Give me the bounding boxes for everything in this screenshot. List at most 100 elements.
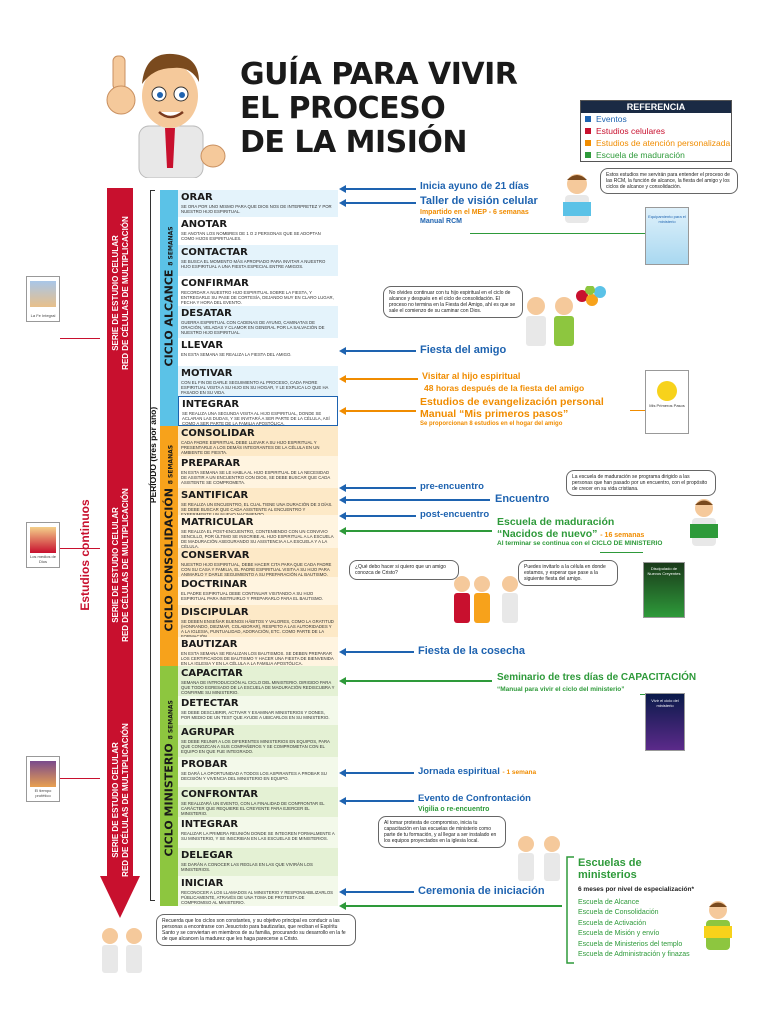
event-arrow-head [339,887,346,896]
book-cover-2: Los medios de Dios [26,522,60,568]
speech-bubble-continue: No olvides continuar con tu hijo espirit… [383,286,523,318]
step-description: Guerra espiritual con cadenas de ayuno, … [181,320,325,335]
book-connector [60,778,100,779]
step-confrontar: CONFRONTARSe realizará un evento, con la… [178,787,338,817]
event-estudios-sub: Se proporcionan 8 estudios en el hogar d… [420,421,563,427]
step-description: Se deben enseñar buenos hábitos y valore… [181,619,334,637]
bracket-tick-bottom [150,900,155,901]
step-motivar: MOTIVARCon el fin de darle seguimiento a… [178,366,338,396]
step-name: ANOTAR [181,219,228,230]
event-visitar: Visitar al hijo espiritual [422,371,521,381]
book-cover-3: El tiempo profético [26,756,60,802]
step-llevar: LLEVAREn esta semana se realiza la fiest… [178,338,338,366]
event-nacidos: “Nacidos de nuevo” - 16 semanas [497,528,644,540]
event-al-terminar: Al terminar se continua con el CICLO DE … [497,540,663,547]
step-name: INTEGRAR [182,399,240,410]
event-confrontacion: Evento de Confrontación [418,793,531,804]
legend-item-celulares: Estudios celulares [581,125,731,137]
step-contactar: CONTACTARSe busca el momento más apropia… [178,245,338,276]
step-detectar: DETECTARSe debe descubrir, activar y exa… [178,696,338,725]
book-connector [60,338,100,339]
step-name: DELEGAR [181,850,233,861]
book-image [30,281,56,307]
book-connector [60,548,100,549]
step-agrupar: AGRUPARSe debe reunir a los diferentes m… [178,725,338,757]
event-taller: Taller de visión celular [420,195,538,207]
step-name: MATRICULAR [181,517,254,528]
cycle-name: CICLO ALCANCE [162,269,176,367]
step-name: PROBAR [181,759,228,770]
event-ceremonia: Ceremonia de iniciación [418,885,545,897]
thumb-equipamiento: Equipamiento para el ministerio [645,207,689,265]
series-line-2: RED DE CÉLULAS DE MULTIPLICACIÓN [121,216,130,370]
legend-swatch [585,116,591,122]
step-bautizar: BAUTIZAREn esta semana se realizan los b… [178,637,338,666]
characters-bottom-illustration [102,928,142,973]
event-arrow-line [345,410,416,412]
speech-bubble-answer: Puedes invitarlo a la célula en donde es… [518,560,618,586]
schools-list: Escuela de Alcance Escuela de Consolidac… [578,898,690,960]
title-line-2: EL PROCESO [240,91,446,126]
step-name: INICIAR [181,878,224,889]
step-description: Reconocer a los llamados al ministerio y… [181,890,334,905]
event-arrow-head [339,184,346,193]
character-reading-illustration [563,174,591,223]
series-line-2: RED DE CÉLULAS DE MULTIPLICACIÓN [121,488,130,642]
cycle-label-ministerio: CICLO MINISTERIO 8 SEMANAS [163,700,176,856]
thumbnail-connector [630,410,645,411]
step-integrar-alcance: INTEGRARSe realiza una segunda visita al… [178,396,338,426]
legend-swatch [585,128,591,134]
event-arrow-head [339,495,346,504]
period-bracket [150,190,151,900]
step-description: Cada padre espiritual debe llevar a su h… [181,440,320,455]
legend-label: Eventos [596,114,627,124]
event-pre-encuentro: pre-encuentro [420,481,484,492]
event-arrow-head [339,511,346,520]
event-arrow-head [339,198,346,207]
event-arrow-head [339,406,346,415]
step-name: BAUTIZAR [181,639,238,650]
step-name: ORAR [181,192,213,203]
school-item: Escuela de Administración y finazas [578,951,690,959]
book-image [30,527,56,553]
step-description: Se ora por uno mismo para que Dios nos d… [181,204,332,214]
step-description: Se realiza el post-encuentro, conteniend… [181,529,334,548]
step-description: Se realiza una segunda visita al hijo es… [182,411,330,426]
event-visitar-sub: 48 horas después de la fiesta del amigo [424,383,585,393]
step-conservar: CONSERVARNuestro hijo espiritual, debe h… [178,548,338,577]
characters-balloons-illustration [526,286,606,346]
thumbnail-connector [600,552,643,553]
step-description: Se realiza un encuentro, el cual tiene u… [181,502,333,515]
event-arrow-head [339,901,346,910]
step-description: El padre espiritual debe continuar visit… [181,591,324,601]
step-name: CONFRONTAR [181,789,259,800]
event-taller-sub: Impartido en el MEP - 6 semanas [420,209,529,216]
school-item: Escuela de Activación [578,919,647,927]
event-arrow-line [345,350,416,352]
step-name: CAPACITAR [181,668,243,679]
event-arrow-head [339,768,346,777]
event-arrow-line [345,651,414,653]
event-arrow-head [339,483,346,492]
step-consolidar: CONSOLIDARCada padre espiritual debe lle… [178,426,338,456]
legend-label: Estudios de atención personalizada [596,138,731,148]
event-arrow-line [345,487,416,489]
book-caption: Los medios de Dios [29,554,56,564]
event-arrow-line [345,772,414,774]
step-description: Se debe descubrir, activar y examinar mi… [181,710,330,720]
event-seminario: Seminario de tres días de CAPACITACIÓN [497,672,697,683]
event-arrow-line [345,515,416,517]
thumb-caption: Discipulado de Nuevos Creyentes [647,566,681,576]
step-name: DOCTRINAR [181,579,248,590]
event-jornada: Jornada espiritual - 1 semana [418,766,536,777]
page-title: GUÍA PARA VIVIR EL PROCESO DE LA MISIÓN [240,58,518,160]
event-confrontacion-sub: Vigilia o re-encuentro [418,806,490,813]
step-name: AGRUPAR [181,727,235,738]
series-line-2: RED DE CÉLULAS DE MULTIPLICACIÓN [121,723,130,877]
step-name: PREPARAR [181,458,241,469]
characters-pointing-illustration [518,836,560,881]
legend-header: REFERENCIA [581,101,731,113]
cycle-label-consolidacion: CICLO CONSOLIDACIÓN 8 SEMANAS [163,445,176,632]
event-arrow-head [339,647,346,656]
legend-box: REFERENCIA Eventos Estudios celulares Es… [580,100,732,162]
